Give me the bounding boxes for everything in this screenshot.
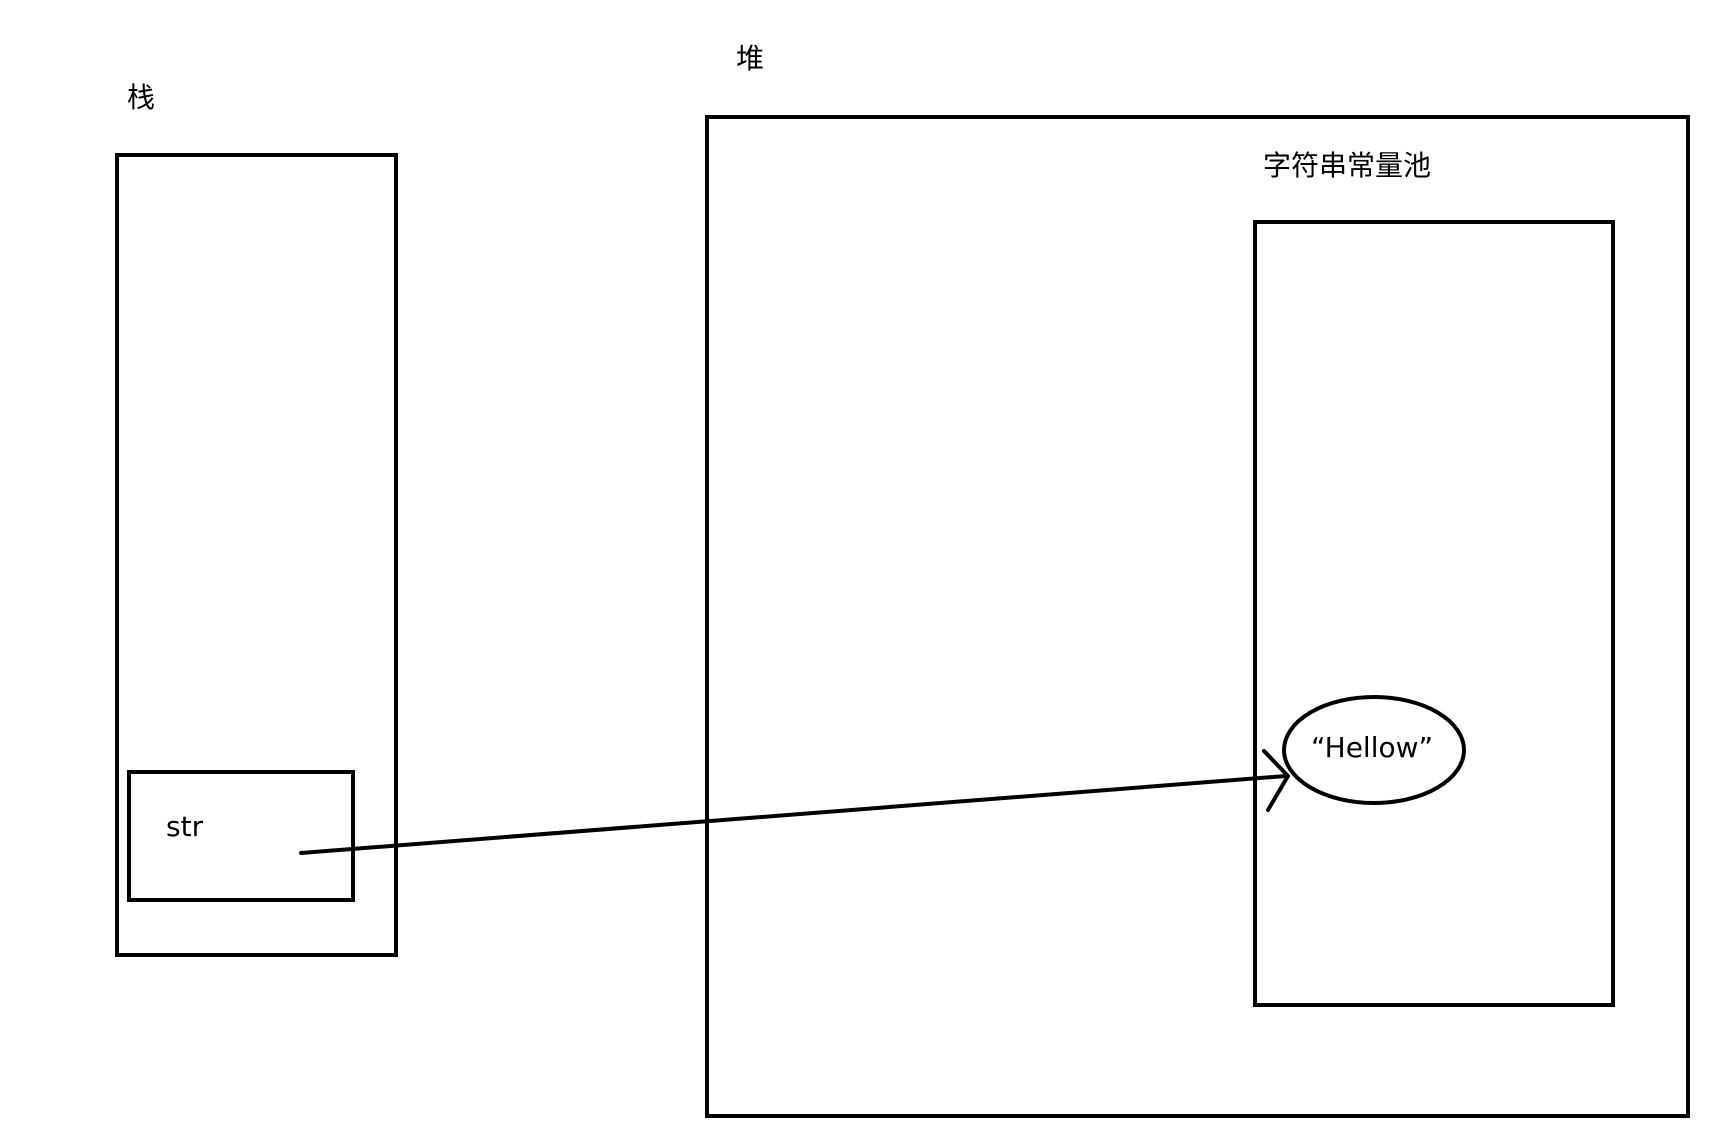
stack-box	[115, 153, 398, 957]
reference-arrow-head	[1262, 749, 1290, 812]
reference-arrow-line	[299, 774, 1288, 855]
heap-box	[705, 115, 1690, 1118]
hellow-object-ellipse	[1282, 695, 1466, 805]
str-variable-box	[127, 770, 355, 902]
stack-label: 栈	[127, 81, 155, 114]
hellow-value-label: “Hellow”	[1311, 731, 1433, 764]
heap-label: 堆	[736, 42, 764, 75]
string-pool-box	[1253, 220, 1615, 1007]
string-pool-label: 字符串常量池	[1263, 149, 1431, 182]
str-variable-label: str	[166, 810, 204, 843]
